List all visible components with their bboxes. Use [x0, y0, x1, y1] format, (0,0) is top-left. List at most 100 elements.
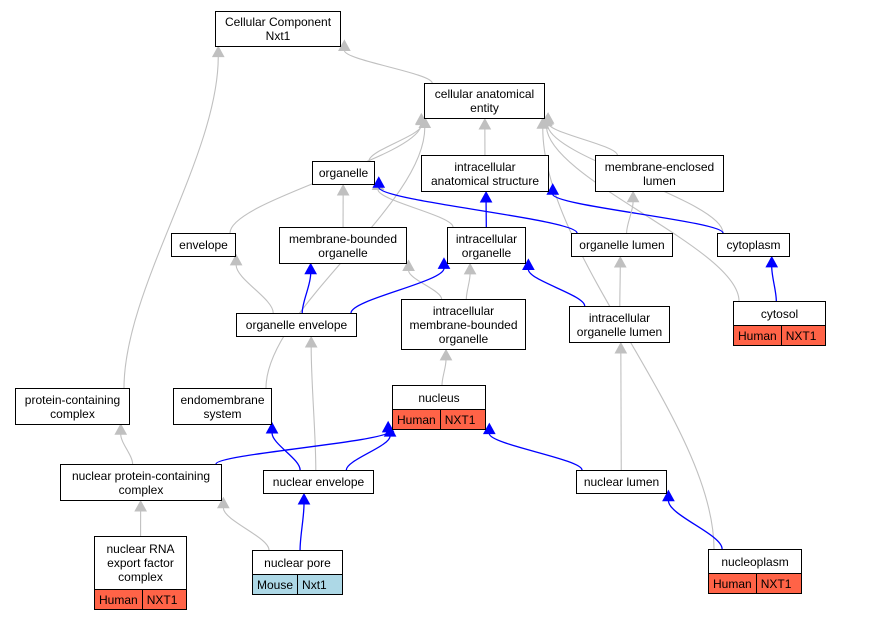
node-ias[interactable]: intracellular anatomical structure [421, 155, 549, 192]
edge-line [215, 431, 389, 465]
node-iol[interactable]: intracellular organelle lumen [569, 306, 670, 343]
arrow-head [546, 183, 560, 195]
node-cae[interactable]: cellular anatomical entity [424, 83, 545, 119]
node-organelle[interactable]: organelle [312, 161, 375, 185]
node-label: protein-containing complex [24, 392, 121, 421]
arrow-head [478, 117, 492, 130]
arrow-head [479, 190, 493, 203]
node-ne[interactable]: nuclear envelope [263, 470, 374, 494]
edge-npcc-to-nucleus [215, 420, 395, 465]
edge-line [343, 50, 433, 84]
edge-line [377, 189, 454, 228]
arrow-head [765, 255, 779, 268]
edge-ias-to-cae [478, 117, 492, 156]
node-label: organelle lumen [579, 238, 665, 252]
gene-badge: Nxt1 [302, 577, 327, 592]
node-io[interactable]: intracellular organelle [447, 227, 526, 264]
node-label: nucleoplasm [721, 554, 789, 569]
node-label: Cellular Component Nxt1 [224, 15, 332, 43]
node-pcc[interactable]: protein-containing complex [15, 388, 130, 425]
species-badge: Human [709, 574, 757, 593]
edge-oe-to-envelope [229, 253, 274, 314]
edge-line [488, 433, 583, 471]
arrow-head [463, 262, 477, 275]
node-label: nuclear lumen [583, 475, 660, 489]
edge-cytoplasm-to-ias [546, 183, 724, 234]
arrow-head [437, 257, 451, 269]
node-nl[interactable]: nuclear lumen [576, 470, 667, 494]
edge-cytosol-to-cae [540, 114, 740, 302]
node-envelope[interactable]: envelope [171, 233, 236, 257]
species-badge: Human [734, 326, 782, 345]
species-badge: Human [393, 410, 441, 429]
node-label: nuclear RNA export factor complex [106, 542, 175, 584]
edge-line [378, 186, 578, 234]
arrow-head [297, 492, 311, 505]
arrow-head [383, 425, 397, 437]
edge-nl-to-iol [614, 341, 628, 471]
species-badge: Human [95, 590, 143, 609]
arrow-head [114, 423, 128, 435]
edge-ol-to-mel [626, 190, 640, 234]
node-root[interactable]: Cellular Component Nxt1 [215, 11, 341, 47]
edge-line [667, 500, 723, 550]
node-mbo[interactable]: membrane-bounded organelle [279, 227, 407, 264]
gene-badge: NXT1 [444, 412, 476, 427]
node-label: intracellular anatomical structure [430, 159, 540, 188]
edge-line [350, 268, 445, 314]
arrow-head [229, 253, 243, 266]
node-label: envelope [179, 238, 228, 252]
edge-line [771, 266, 777, 302]
edge-imbo-to-mbo [402, 259, 443, 300]
arrow-head [134, 499, 147, 512]
node-ol[interactable]: organelle lumen [571, 233, 673, 257]
node-label: organelle envelope [245, 318, 348, 332]
edge-ne-to-nucleus [345, 425, 397, 471]
node-label: nucleus [418, 390, 460, 405]
node-npcc[interactable]: nuclear protein-containing complex [60, 464, 222, 501]
edge-io-to-ias [479, 190, 493, 228]
arrow-head [304, 335, 318, 348]
arrow-head [439, 348, 453, 361]
node-oe[interactable]: organelle envelope [236, 313, 357, 337]
edge-ne-to-oe [304, 335, 318, 471]
node-cytoplasm[interactable]: cytoplasm [717, 233, 790, 257]
edge-ne-to-es [265, 421, 301, 471]
edge-pcc-to-root [123, 45, 225, 389]
gene-badge: NXT1 [785, 328, 817, 343]
edge-line [271, 432, 301, 471]
arrow-head [372, 176, 386, 188]
edge-line [465, 273, 471, 300]
edge-nref-to-npcc [134, 499, 147, 537]
edge-line [235, 264, 274, 314]
edge-line [123, 56, 219, 389]
edge-line [626, 201, 634, 234]
node-imbo[interactable]: intracellular membrane-bounded organelle [401, 299, 526, 350]
arrow-head [536, 117, 550, 129]
edge-mel-to-cae [541, 112, 618, 156]
node-es[interactable]: endomembrane system [173, 388, 272, 425]
arrow-head [338, 39, 351, 51]
edge-line [299, 503, 305, 551]
edge-oe-to-mbo [301, 262, 318, 314]
edge-np-to-ne [297, 492, 311, 551]
arrow-head [522, 258, 535, 270]
arrow-head [626, 190, 640, 203]
arrow-head [482, 422, 496, 435]
arrow-head [662, 489, 675, 502]
edge-np-to-npcc [216, 496, 270, 551]
edge-iol-to-io [522, 258, 586, 307]
node-mel[interactable]: membrane-enclosed lumen [595, 155, 724, 192]
edge-cytosol-to-cytoplasm [765, 255, 779, 302]
edge-oe-to-io [350, 257, 451, 314]
node-label: intracellular organelle [455, 231, 518, 260]
node-label: endomembrane system [180, 392, 265, 421]
node-label: cytoplasm [726, 238, 781, 252]
edge-line [310, 346, 317, 471]
